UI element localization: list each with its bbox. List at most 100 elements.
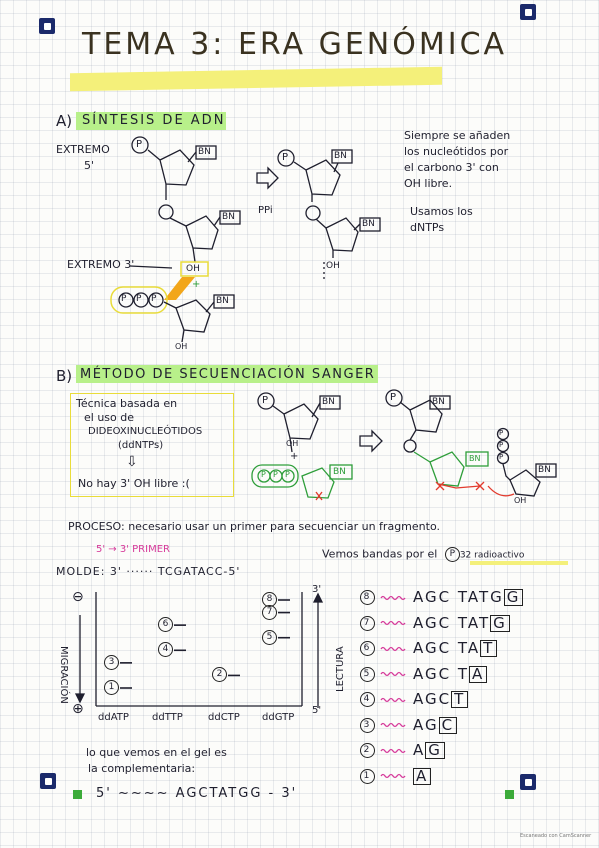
phosphate-label: P: [151, 294, 157, 304]
green-marker-icon: [505, 790, 514, 799]
plus-sign: +: [192, 279, 201, 290]
phosphate-label: P: [261, 470, 266, 479]
box-line: (ddNTPs): [118, 440, 164, 451]
note-line: el carbono 3' con: [404, 161, 499, 174]
complementary-sequence: 5' ~~~~ AGCTATGG - 3': [96, 786, 298, 801]
hydroxyl-label: OH: [186, 264, 200, 274]
reading-5-prime: 5': [312, 705, 322, 716]
gel-band-number: 5: [262, 629, 277, 645]
extremo-5-label: EXTREMO: [56, 143, 110, 156]
note-line: Siempre se añaden: [404, 129, 511, 142]
phosphate-label: P: [136, 294, 142, 304]
scanner-footer: Escaneado con CamScanner: [520, 833, 592, 839]
box-line: Técnica basada en: [76, 397, 178, 410]
base-label: BN: [538, 465, 551, 475]
section-a-highlight: [76, 112, 226, 130]
primer-label: 5' → 3' PRIMER: [96, 544, 170, 555]
primer-squiggle-icon: [380, 646, 406, 651]
corner-marker-icon: [39, 18, 55, 34]
gel-band-number: 3: [104, 654, 119, 670]
gel-band-number: 1: [104, 680, 119, 695]
fragment-terminal-base: T: [451, 691, 469, 708]
lane-label: ddCTP: [208, 712, 240, 723]
note-line: Usamos los: [410, 205, 473, 218]
section-b-label: B): [56, 367, 73, 385]
fragment-number: 2: [360, 743, 375, 758]
phosphate-label: P: [282, 152, 289, 163]
fragment-number: 3: [360, 717, 375, 733]
gel-positive-pole: ⊕: [72, 701, 84, 717]
note-line: OH libre.: [404, 177, 453, 190]
page-title: TEMA 3: ERA GENÓMICA: [82, 27, 508, 62]
phosphate-label: P: [136, 139, 143, 150]
phosphate-label: P: [499, 441, 504, 449]
fragment-sequence: AGC TAT: [413, 613, 491, 632]
base-label: BN: [333, 467, 346, 477]
radio-highlight: [470, 561, 568, 565]
corner-marker-icon: [520, 4, 536, 20]
primer-squiggle-icon: [380, 620, 406, 626]
primer-squiggle-icon: [380, 722, 406, 728]
p32-circle: P: [444, 547, 460, 562]
hydroxyl-label: OH: [514, 496, 527, 505]
fragment-number: 6: [360, 641, 375, 656]
base-label: BN: [362, 219, 375, 229]
primer-squiggle-icon: [380, 595, 406, 600]
gel-band-number: 4: [158, 642, 173, 658]
box-line: el uso de: [84, 411, 134, 424]
ddntp-definition-box: [70, 393, 234, 497]
phosphate-label: P: [390, 392, 397, 403]
extremo-5-label-end: 5': [84, 159, 95, 172]
ppi-label: PPi: [258, 205, 273, 216]
box-line: DIDEOXINUCLEÓTIDOS: [88, 426, 203, 437]
base-label: BN: [469, 454, 481, 463]
fragment-terminal-base: A: [469, 665, 488, 683]
fragment-number: 7: [360, 615, 375, 631]
primer-squiggle-icon: [380, 697, 406, 702]
fragment-terminal-base: A: [413, 767, 432, 785]
radioactive-text: 32 radioactivo: [459, 550, 525, 561]
note-line: dNTPs: [410, 221, 445, 234]
hydroxyl-label: OH: [326, 261, 340, 271]
gel-band-number: 6: [158, 617, 173, 633]
fragment-terminal-base: G: [503, 589, 524, 606]
phosphate-label: P: [121, 294, 127, 304]
fragment-terminal-base: G: [490, 614, 510, 632]
fragment-terminal-base: C: [438, 716, 458, 734]
reading-label: LECTURA: [335, 646, 346, 692]
fragment-terminal-base: T: [480, 640, 498, 657]
lane-label: ddGTP: [262, 712, 295, 723]
primer-squiggle-icon: [380, 671, 406, 677]
migration-label: MIGRACIÓN: [58, 646, 69, 704]
fragment-terminal-base: G: [425, 742, 445, 759]
plus-sign: +: [290, 451, 299, 462]
gel-band-number: 8: [262, 592, 277, 607]
base-label: BN: [198, 147, 211, 157]
fragment-number: 8: [360, 590, 375, 605]
fragment-number: 1: [360, 768, 375, 784]
bands-note-text: Vemos bandas por el: [322, 547, 438, 561]
corner-marker-icon: [520, 774, 536, 790]
fragment-sequence: AGC TATG: [413, 588, 504, 606]
phosphate-label: P: [499, 453, 504, 461]
extremo-3-label: EXTREMO 3': [67, 258, 135, 271]
primer-squiggle-icon: [380, 773, 406, 779]
hydroxyl-label: OH: [175, 342, 188, 351]
green-marker-icon: [73, 790, 82, 799]
process-text: PROCESO: necesario usar un primer para s…: [68, 520, 440, 533]
fragment-sequence: AGC: [413, 690, 452, 708]
base-label: BN: [216, 296, 229, 306]
fragment-number: 5: [360, 666, 375, 682]
base-label: BN: [322, 397, 335, 407]
